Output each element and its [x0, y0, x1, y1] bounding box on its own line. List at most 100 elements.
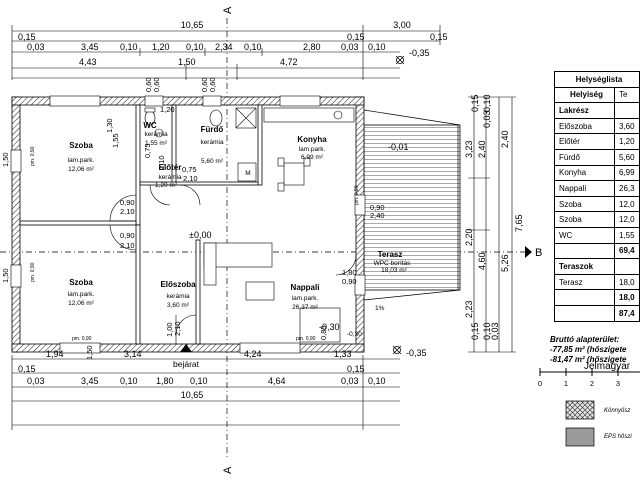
dim-bot-r1-1: 3,14 [124, 349, 142, 359]
legend-swatch-eps [565, 427, 595, 447]
dim-060-b: 0,60 [208, 77, 217, 92]
dim-075-a: 0,75 [182, 165, 197, 174]
scale-1: 1 [564, 379, 568, 388]
dim-right-outer-1: 7,65 [514, 214, 524, 232]
legend-swatch-light [565, 400, 595, 420]
dim-210-b: 2,10 [157, 155, 166, 170]
room-name: Nappali [291, 283, 320, 292]
room-floor: kerámia [200, 139, 224, 146]
dim-right-2: 0,03 [482, 110, 492, 128]
gross-area-note: Bruttó alapterület: -77,85 m² (hőszigete… [550, 335, 626, 365]
windows [10, 95, 366, 354]
dim-top-r4-0: 4,43 [79, 57, 97, 67]
room-furdo: Fürdő kerámia 5,60 m² [200, 125, 224, 165]
room-eloter: Előtér kerámia 1,20 m² [155, 163, 182, 189]
dim-entry-level-alt: -0,30 [347, 331, 362, 338]
dim-240: 2,40 [370, 211, 385, 220]
level-marker-top-icon [395, 55, 405, 65]
room-floor: lam.park. [299, 146, 326, 153]
legend-item-eps: EPS hőszi [604, 434, 632, 440]
dim-bot-r2-0: 0,15 [18, 364, 36, 374]
level-bottom: -0,35 [406, 348, 427, 358]
table-title: Helységlista [554, 71, 640, 88]
pm-5: pm. 0,90 [296, 336, 316, 342]
gross-area-line2: -81,47 m² (hőszigete [550, 355, 627, 364]
dim-060-a: 0,60 [200, 77, 209, 92]
dim-210-a: 2,10 [183, 174, 198, 183]
dim-top-r2-2: 0,15 [430, 32, 448, 42]
room-szoba-1: Szoba lam.park. 12,06 m² [68, 141, 95, 173]
dim-210-c: 2,10 [120, 207, 135, 216]
room-nappali: Nappali lam.park. 26,37 m² [291, 283, 320, 311]
col-room: Helyiség [554, 86, 615, 104]
room-floor: kerámia [166, 293, 190, 300]
dim-right-7: 2,23 [464, 300, 474, 318]
section-teraszok: Teraszok [554, 258, 615, 275]
dim-right-9: 0,10 [482, 322, 492, 340]
terrace-slope: 1% [375, 305, 385, 312]
room-name: Fürdő [201, 125, 224, 134]
room-floor: lam.park. [68, 157, 95, 164]
sum-lakresz: 69,4 [614, 242, 640, 260]
dim-top-r4-1: 1,50 [178, 57, 196, 67]
dim-bot-r3-3: 1,80 [156, 376, 174, 386]
room-floor: kerámia [144, 131, 168, 138]
dim-wc-h2: 1,55 [111, 133, 120, 148]
room-area: 5,60 m² [201, 158, 224, 165]
entrance-arrow-icon [180, 344, 192, 352]
level-entry: -0,30 [319, 322, 340, 332]
scale-3: 3 [616, 379, 620, 388]
dim-bot-r3-5: 4,64 [268, 376, 286, 386]
dim-bot-r1-2: 4,24 [244, 349, 262, 359]
room-area: 12,06 m² [68, 300, 94, 307]
scale-2: 2 [590, 379, 594, 388]
scale-0: 0 [538, 379, 542, 388]
dim-right-4: 2,40 [477, 140, 487, 158]
right-dimensions [468, 96, 516, 353]
terrace-decking [363, 124, 461, 291]
dim-bot-r3-2: 0,10 [120, 376, 138, 386]
room-floor: kerámia [158, 174, 182, 181]
dim-right-10: 0,03 [490, 322, 500, 340]
dim-wc-width: 1,20 [160, 105, 175, 114]
dim-top-r3-5: 2,34 [215, 42, 233, 52]
bottom-dimensions [11, 355, 400, 430]
room-name: Előtér [159, 163, 182, 172]
dim-210-d: 2,10 [120, 241, 135, 250]
dim-top-r3-8: 0,03 [341, 42, 359, 52]
top-dimensions [11, 25, 441, 80]
room-area: 18,03 m² [381, 267, 407, 274]
dim-top-r3-0: 0,03 [27, 42, 45, 52]
room-name: Szoba [69, 141, 93, 150]
dim-top-r3-2: 0,10 [120, 42, 138, 52]
dim-top-r3-1: 3,45 [81, 42, 99, 52]
fixtures [144, 107, 355, 343]
room-szoba-2: Szoba lam.park. 12,06 m² [68, 278, 95, 307]
dim-right-1: 0,10 [482, 94, 492, 112]
sum-teraszok: 18,0 [614, 289, 640, 306]
room-floor: lam.park. [292, 295, 319, 302]
dim-top-r2-1: 0,15 [347, 32, 365, 42]
col-area: Te [614, 86, 640, 104]
pm-1: pm. 0,90 [30, 146, 36, 166]
level-floor: ±0,00 [189, 230, 211, 240]
room-area: 3,60 m² [167, 302, 190, 309]
room-area: 1,55 m² [145, 140, 168, 147]
dim-090-c: 0,90 [342, 277, 357, 286]
entrance-label: bejárat [173, 359, 200, 369]
dim-060-c: 0,60 [144, 77, 153, 92]
scale-bar [539, 368, 640, 376]
room-konyha: Konyha lam.park. 6,99 m² [297, 135, 327, 161]
dim-bot-r1-0: 1,94 [46, 349, 64, 359]
legend-item-light: Könnyűsz [604, 408, 631, 414]
dim-top-r2-0: 0,15 [18, 32, 36, 42]
dim-bot-r3-0: 0,03 [27, 376, 45, 386]
dim-wc-height: 1,30 [105, 118, 114, 133]
